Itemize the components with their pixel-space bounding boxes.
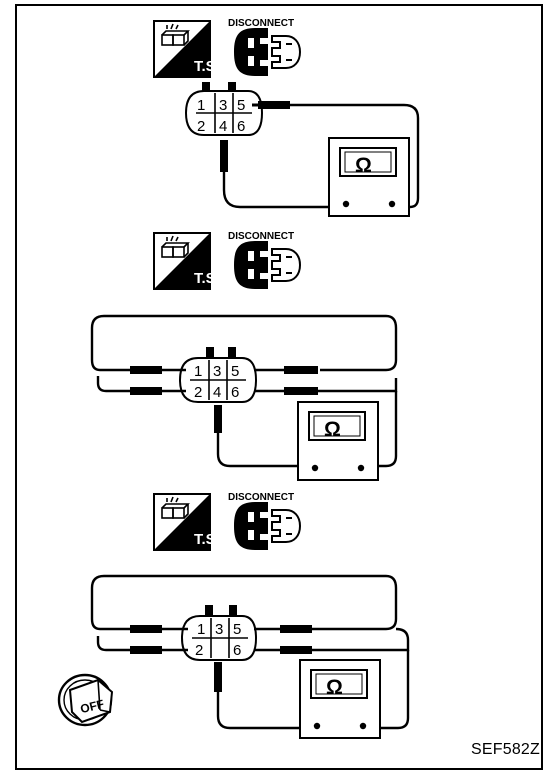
probe-lead xyxy=(214,662,222,692)
pin-2-label: 2 xyxy=(197,118,205,135)
figure-frame xyxy=(15,4,543,770)
ohmmeter xyxy=(299,659,381,739)
pin-1-label: 1 xyxy=(194,363,202,380)
probe-lead xyxy=(130,387,162,395)
pin-4-label: 4 xyxy=(219,118,227,135)
pin-4-label: 4 xyxy=(213,384,221,401)
ignition-key-off-icon: OFF xyxy=(57,673,114,727)
pin-3-label: 3 xyxy=(213,363,221,380)
ts-label: T.S. xyxy=(194,58,220,75)
disconnect-label: DISCONNECT xyxy=(228,492,294,503)
pin-1-label: 1 xyxy=(197,97,205,114)
probe-lead xyxy=(280,646,312,654)
disconnect-label: DISCONNECT xyxy=(228,231,294,242)
ts-label: T.S. xyxy=(194,531,220,548)
pin-3-label: 3 xyxy=(219,97,227,114)
pin-6-label: 6 xyxy=(231,384,239,401)
loop-wires-2 xyxy=(90,314,398,468)
figure-id: SEF582Z xyxy=(471,741,540,758)
step-3-group: T.S. DISCONNECT 1 3 5 2 6 xyxy=(57,492,410,739)
disconnect-label: DISCONNECT xyxy=(228,18,294,29)
probe-wires-1 xyxy=(222,103,420,209)
pin-5-label: 5 xyxy=(233,621,241,638)
probe-lead xyxy=(284,387,318,395)
ohmmeter xyxy=(297,401,379,481)
probe-lead xyxy=(130,625,162,633)
pin-5-label: 5 xyxy=(237,97,245,114)
ohm-symbol: Ω xyxy=(326,676,343,699)
ohm-symbol: Ω xyxy=(355,154,372,177)
pin-1-label: 1 xyxy=(197,621,205,638)
ts-label: T.S. xyxy=(194,270,220,287)
connector-pins-2: 1 3 5 2 4 6 xyxy=(178,347,258,403)
pin-2-label: 2 xyxy=(195,642,203,659)
loop-wires-3 xyxy=(90,574,410,730)
probe-lead xyxy=(220,140,228,172)
probe-lead xyxy=(284,366,318,374)
probe-lead xyxy=(280,625,312,633)
lead-wires-2 xyxy=(160,368,284,393)
probe-lead xyxy=(130,646,162,654)
pin-6-label: 6 xyxy=(237,118,245,135)
step-2-group: T.S. DISCONNECT 1 3 5 2 4 6 xyxy=(90,231,398,481)
ohm-symbol: Ω xyxy=(324,418,341,441)
pin-3-label: 3 xyxy=(215,621,223,638)
step-1-group: T.S. DISCONNECT 1 3 5 2 4 6 Ω xyxy=(153,18,420,217)
pin-2-label: 2 xyxy=(194,384,202,401)
probe-lead xyxy=(214,405,222,433)
ohmmeter xyxy=(328,137,410,217)
connector-pins-1: 1 3 5 2 4 6 xyxy=(184,82,264,136)
pin-5-label: 5 xyxy=(231,363,239,380)
off-label: OFF xyxy=(79,697,106,716)
lead-wires-3 xyxy=(160,627,280,652)
pin-6-label: 6 xyxy=(233,642,241,659)
probe-lead xyxy=(130,366,162,374)
